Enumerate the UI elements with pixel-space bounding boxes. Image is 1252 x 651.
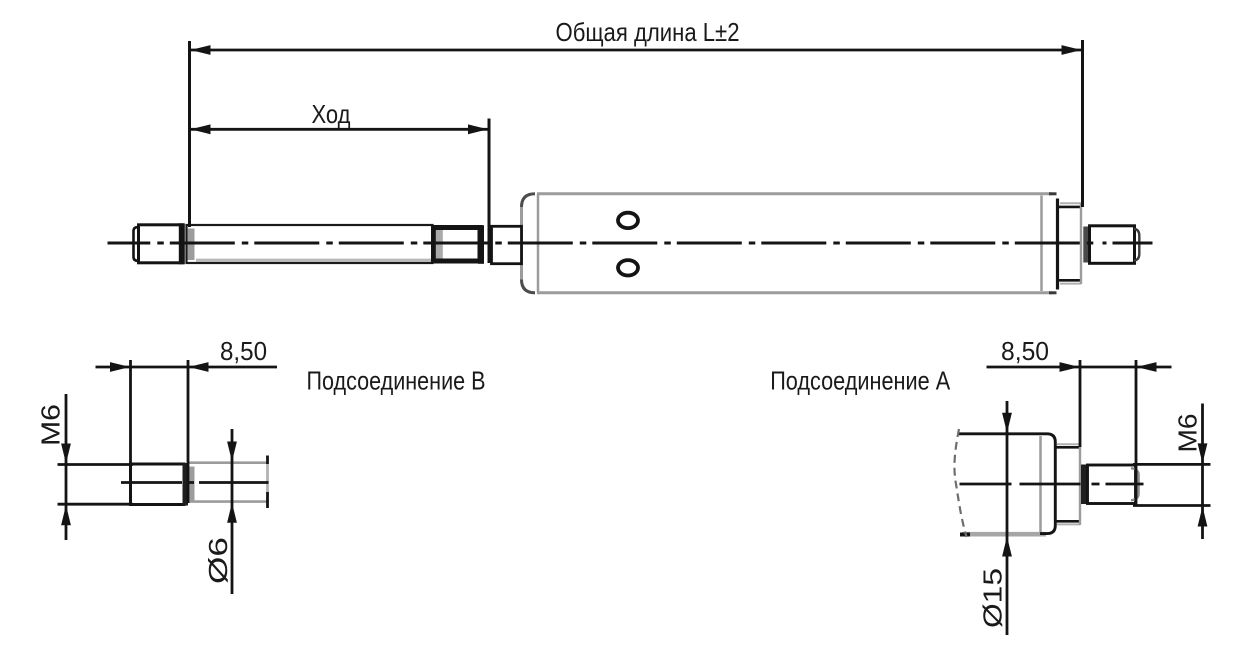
- svg-text:M6: M6: [1173, 414, 1203, 453]
- svg-text:Ø6: Ø6: [203, 537, 233, 584]
- svg-text:Ø15: Ø15: [978, 568, 1008, 628]
- svg-text:8,50: 8,50: [1001, 336, 1049, 366]
- svg-text:Общая длина L±2: Общая длина L±2: [556, 17, 740, 47]
- svg-text:Подсоединение A: Подсоединение A: [770, 365, 951, 395]
- svg-text:Ход: Ход: [312, 99, 351, 129]
- svg-text:8,50: 8,50: [220, 336, 267, 366]
- svg-text:Подсоединение B: Подсоединение B: [307, 365, 486, 395]
- svg-text:M6: M6: [36, 404, 66, 446]
